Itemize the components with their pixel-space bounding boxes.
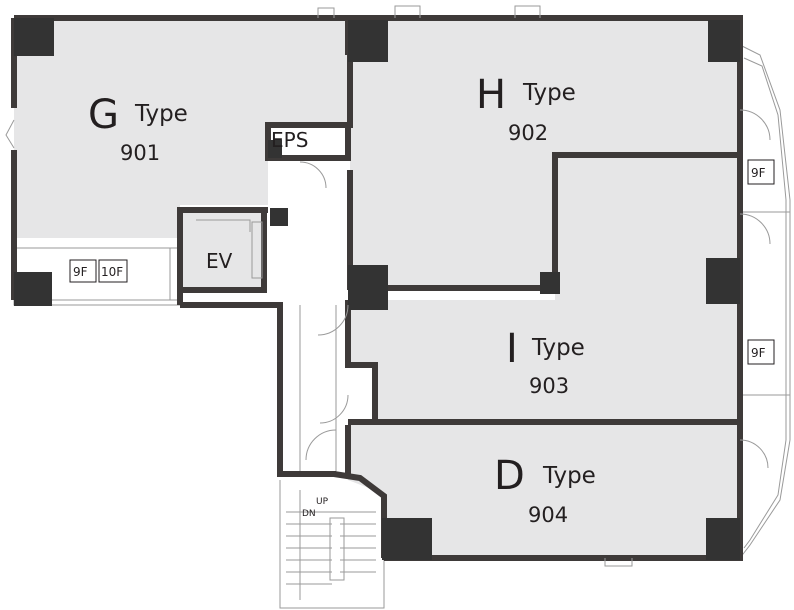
stair-treads <box>286 511 376 585</box>
room-h-area[interactable] <box>350 18 740 285</box>
room-i-type: Type <box>531 335 585 361</box>
column <box>706 518 740 560</box>
stair-up-label: UP <box>316 497 329 507</box>
column <box>268 140 282 158</box>
ev-car <box>251 221 263 279</box>
room-h-number: 902 <box>508 121 548 145</box>
room-g-number: 901 <box>120 141 160 165</box>
column <box>348 265 388 310</box>
room-h-letter: H <box>476 72 506 118</box>
room-label-g: G Type 901 <box>88 92 188 165</box>
room-g-area[interactable] <box>14 18 348 238</box>
stair-dn-label: DN <box>302 509 316 519</box>
room-label-i: I Type 903 <box>506 326 585 398</box>
column <box>708 20 740 62</box>
floor-tag-10f-left: 10F <box>101 265 123 279</box>
room-label-d: D Type 904 <box>494 453 596 527</box>
room-d-area[interactable] <box>348 425 740 558</box>
room-g-type: Type <box>134 101 188 127</box>
room-g-letter: G <box>88 92 119 138</box>
floor-tag-9f-left: 9F <box>73 265 88 279</box>
room-label-h: H Type 902 <box>476 72 576 145</box>
room-d-type: Type <box>542 463 596 489</box>
thin-outline <box>13 44 791 609</box>
room-i-area[interactable] <box>350 158 740 420</box>
room-d-number: 904 <box>528 503 568 527</box>
room-h-type: Type <box>522 80 576 106</box>
room-i-letter: I <box>506 326 518 372</box>
eps-label: EPS <box>271 128 308 152</box>
column <box>14 18 54 56</box>
column <box>14 272 52 306</box>
column <box>348 20 388 62</box>
ev-label: EV <box>206 249 233 273</box>
floor-tag-boxes <box>69 159 775 365</box>
doors <box>5 5 771 600</box>
column <box>540 272 560 294</box>
room-i-number: 903 <box>529 374 569 398</box>
column <box>382 518 432 560</box>
room-d-letter: D <box>494 453 525 499</box>
column <box>270 208 288 226</box>
floor-tag-9f-right-top: 9F <box>751 166 766 180</box>
column <box>706 258 740 304</box>
floor-tag-9f-right-mid: 9F <box>751 346 766 360</box>
columns <box>14 18 740 560</box>
